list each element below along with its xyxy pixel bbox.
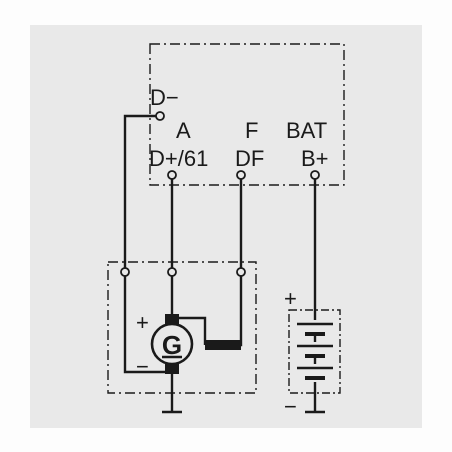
terminal-a-label: A xyxy=(176,118,191,143)
generator-symbol xyxy=(150,322,194,366)
battery-minus-sign: − xyxy=(284,394,297,419)
terminal-df xyxy=(236,170,246,180)
wire-field-link xyxy=(172,316,207,345)
terminal-dplus61-label: D+/61 xyxy=(149,146,208,171)
wire-dminus xyxy=(123,114,172,374)
generator-brush-top xyxy=(165,314,179,324)
terminal-f-label: F xyxy=(245,118,258,143)
terminal-dminus xyxy=(155,111,165,121)
terminal-dminus-label: D− xyxy=(150,85,179,110)
regulator-box xyxy=(149,43,345,186)
battery-plus-sign: + xyxy=(284,286,297,311)
generator-brush-bottom xyxy=(165,364,179,374)
terminals xyxy=(120,111,320,277)
terminal-df-label: DF xyxy=(235,146,264,171)
terminal-bat-label: BAT xyxy=(286,118,327,143)
generator-minus-sign: − xyxy=(136,354,149,379)
gen-terminal-dminus xyxy=(120,267,130,277)
battery-cells xyxy=(297,322,333,380)
gen-terminal-dplus xyxy=(167,267,177,277)
generator-g-label: G xyxy=(162,330,182,360)
gen-terminal-df xyxy=(236,267,246,277)
wire-df xyxy=(210,175,243,347)
terminal-bplus xyxy=(310,170,320,180)
diagram-background xyxy=(30,25,422,428)
generator-box xyxy=(107,261,257,394)
generator-plus-sign: + xyxy=(136,310,149,335)
terminal-dplus xyxy=(167,170,177,180)
battery-box xyxy=(288,309,341,394)
terminal-bplus-label: B+ xyxy=(301,146,329,171)
field-winding xyxy=(205,340,241,350)
